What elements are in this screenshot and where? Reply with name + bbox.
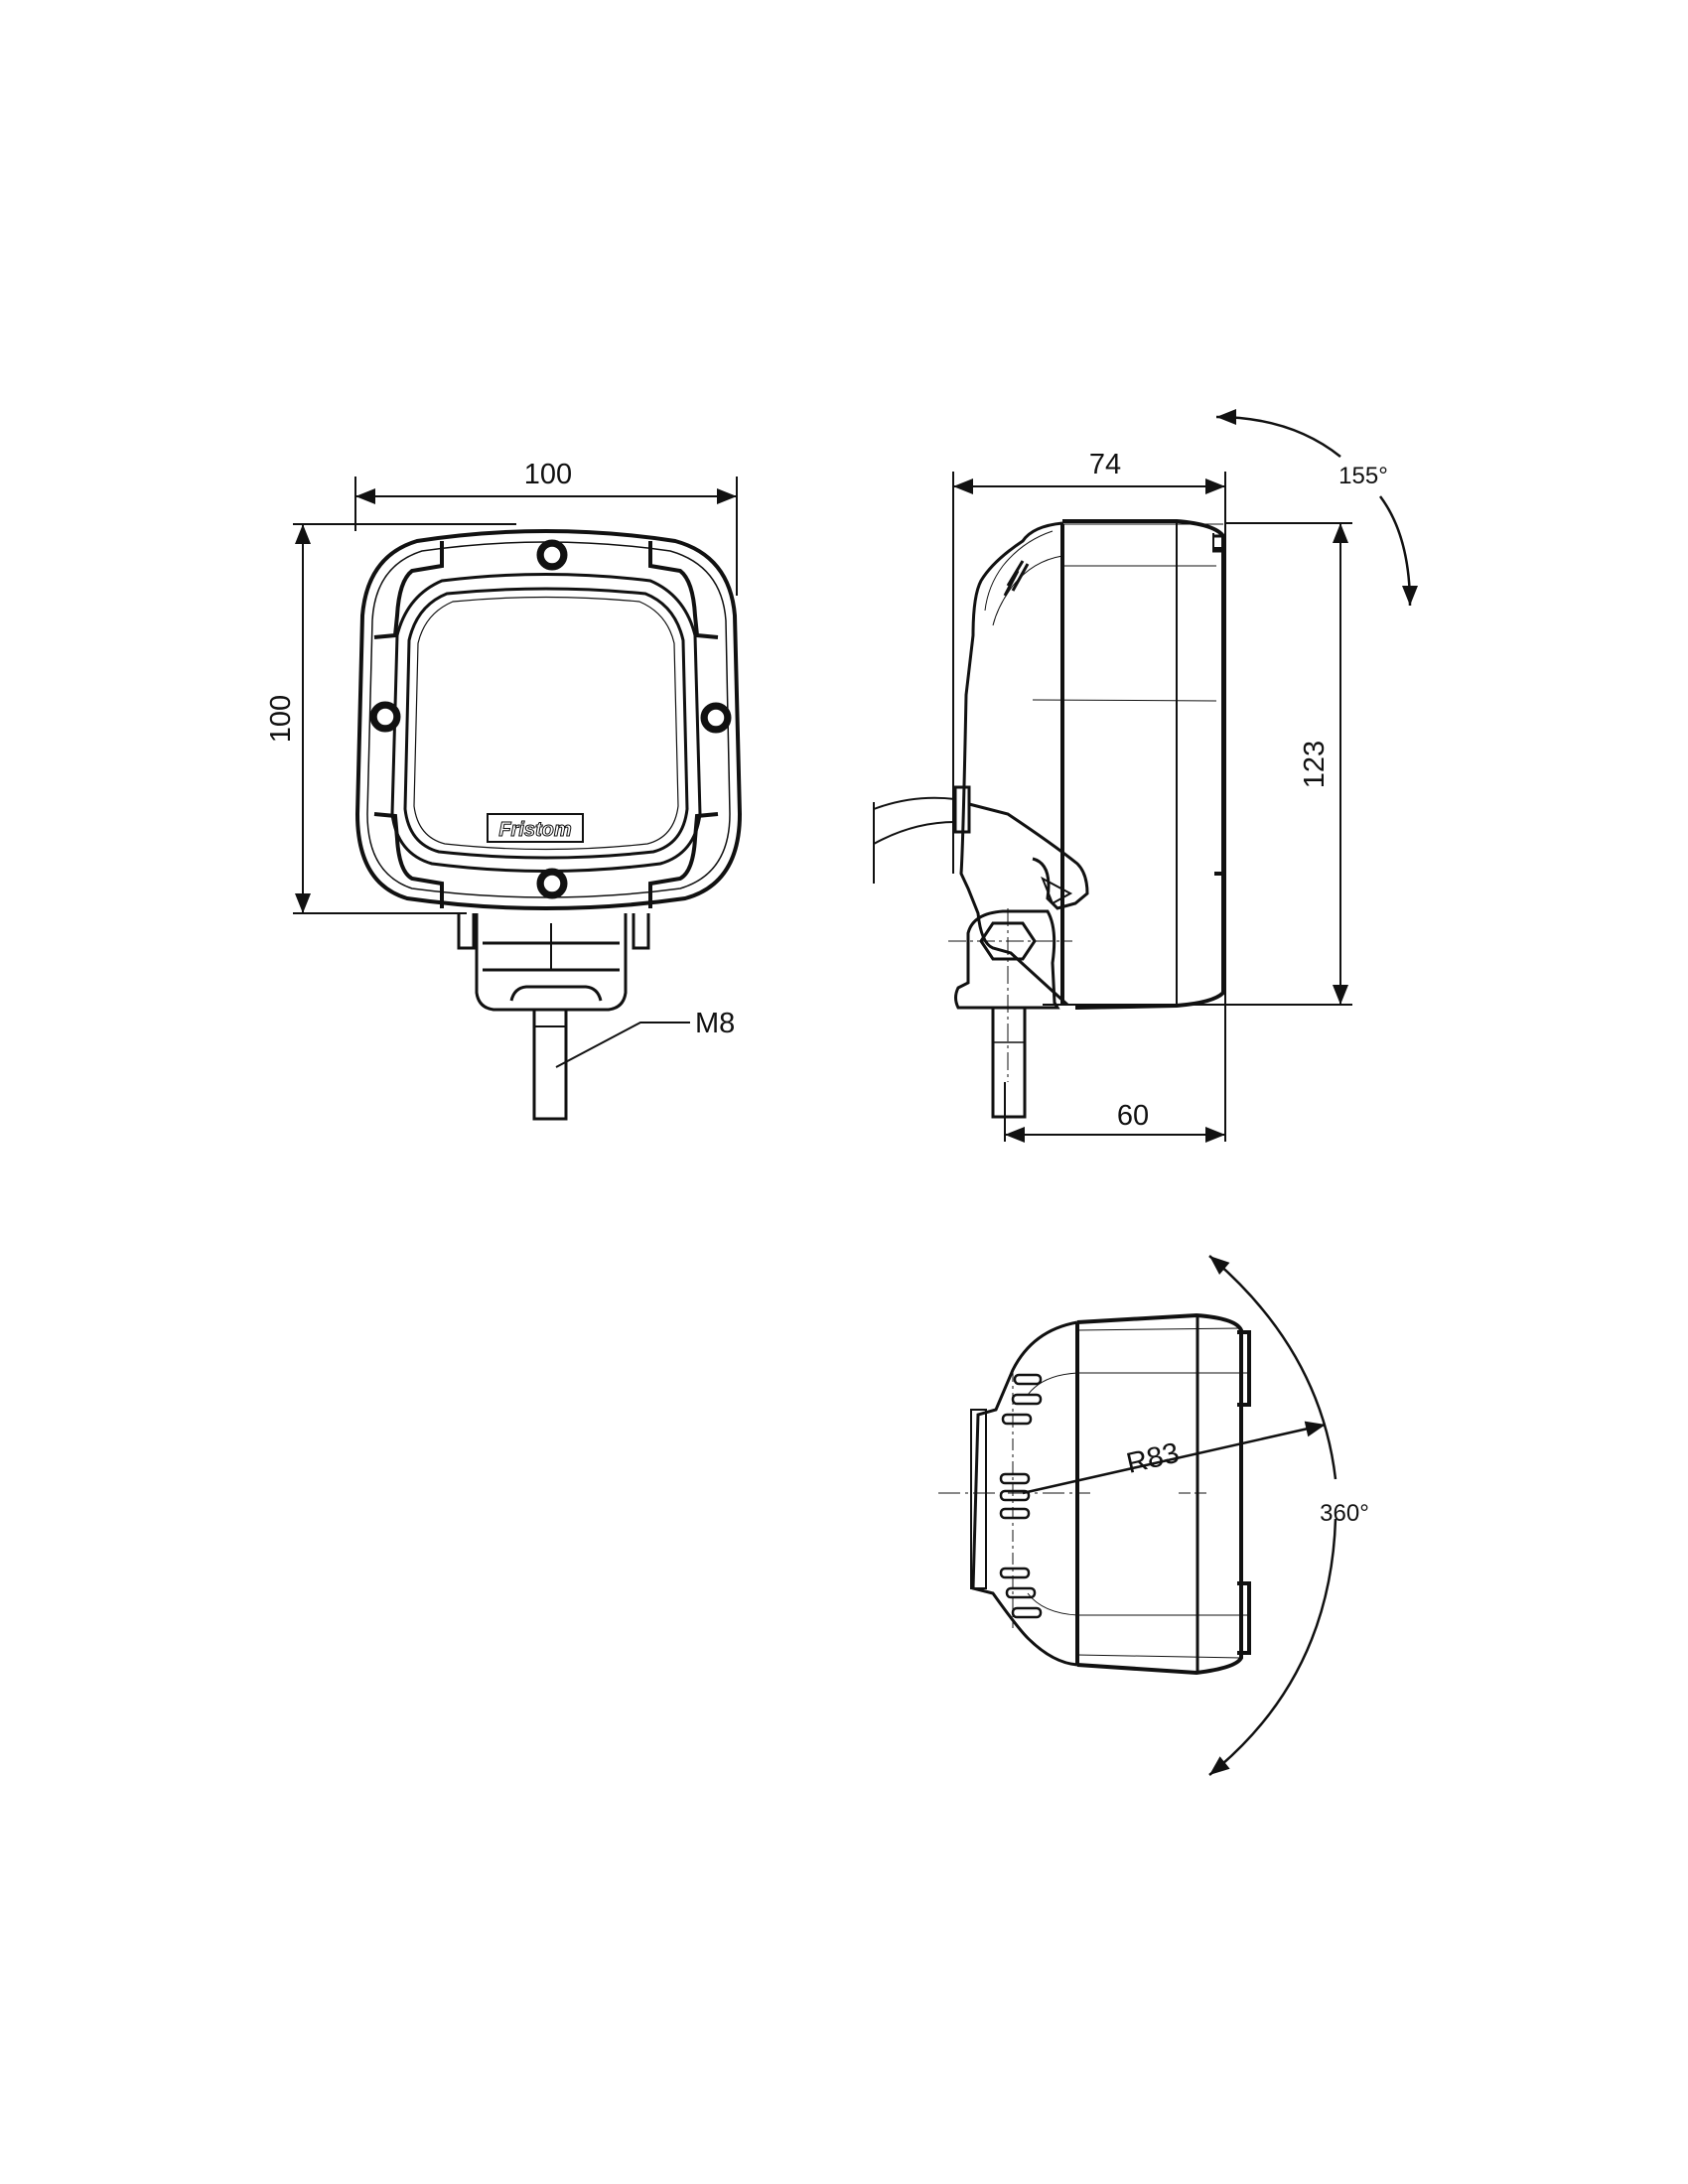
radius-label: R83: [1123, 1437, 1182, 1480]
top-view: [938, 1255, 1337, 1776]
thread-label: M8: [695, 1008, 735, 1039]
side-depth-dimension: 74: [1089, 449, 1121, 480]
front-view: [293, 477, 743, 1121]
brand-logo-plate: [487, 813, 584, 843]
tilt-angle-label: 155°: [1338, 463, 1388, 489]
screw-right: [700, 702, 732, 734]
screw-bottom: [536, 868, 568, 899]
rotation-angle-label: 360°: [1320, 1500, 1369, 1527]
side-view: [873, 409, 1418, 1143]
front-width-dimension: 100: [524, 459, 572, 490]
mount-offset-dimension: 60: [1117, 1100, 1149, 1132]
front-height-dimension: 100: [265, 695, 297, 743]
side-height-dimension: 123: [1299, 741, 1331, 788]
brand-logo: Fristom: [498, 819, 571, 841]
screw-left: [369, 701, 401, 733]
screw-top: [536, 539, 568, 571]
